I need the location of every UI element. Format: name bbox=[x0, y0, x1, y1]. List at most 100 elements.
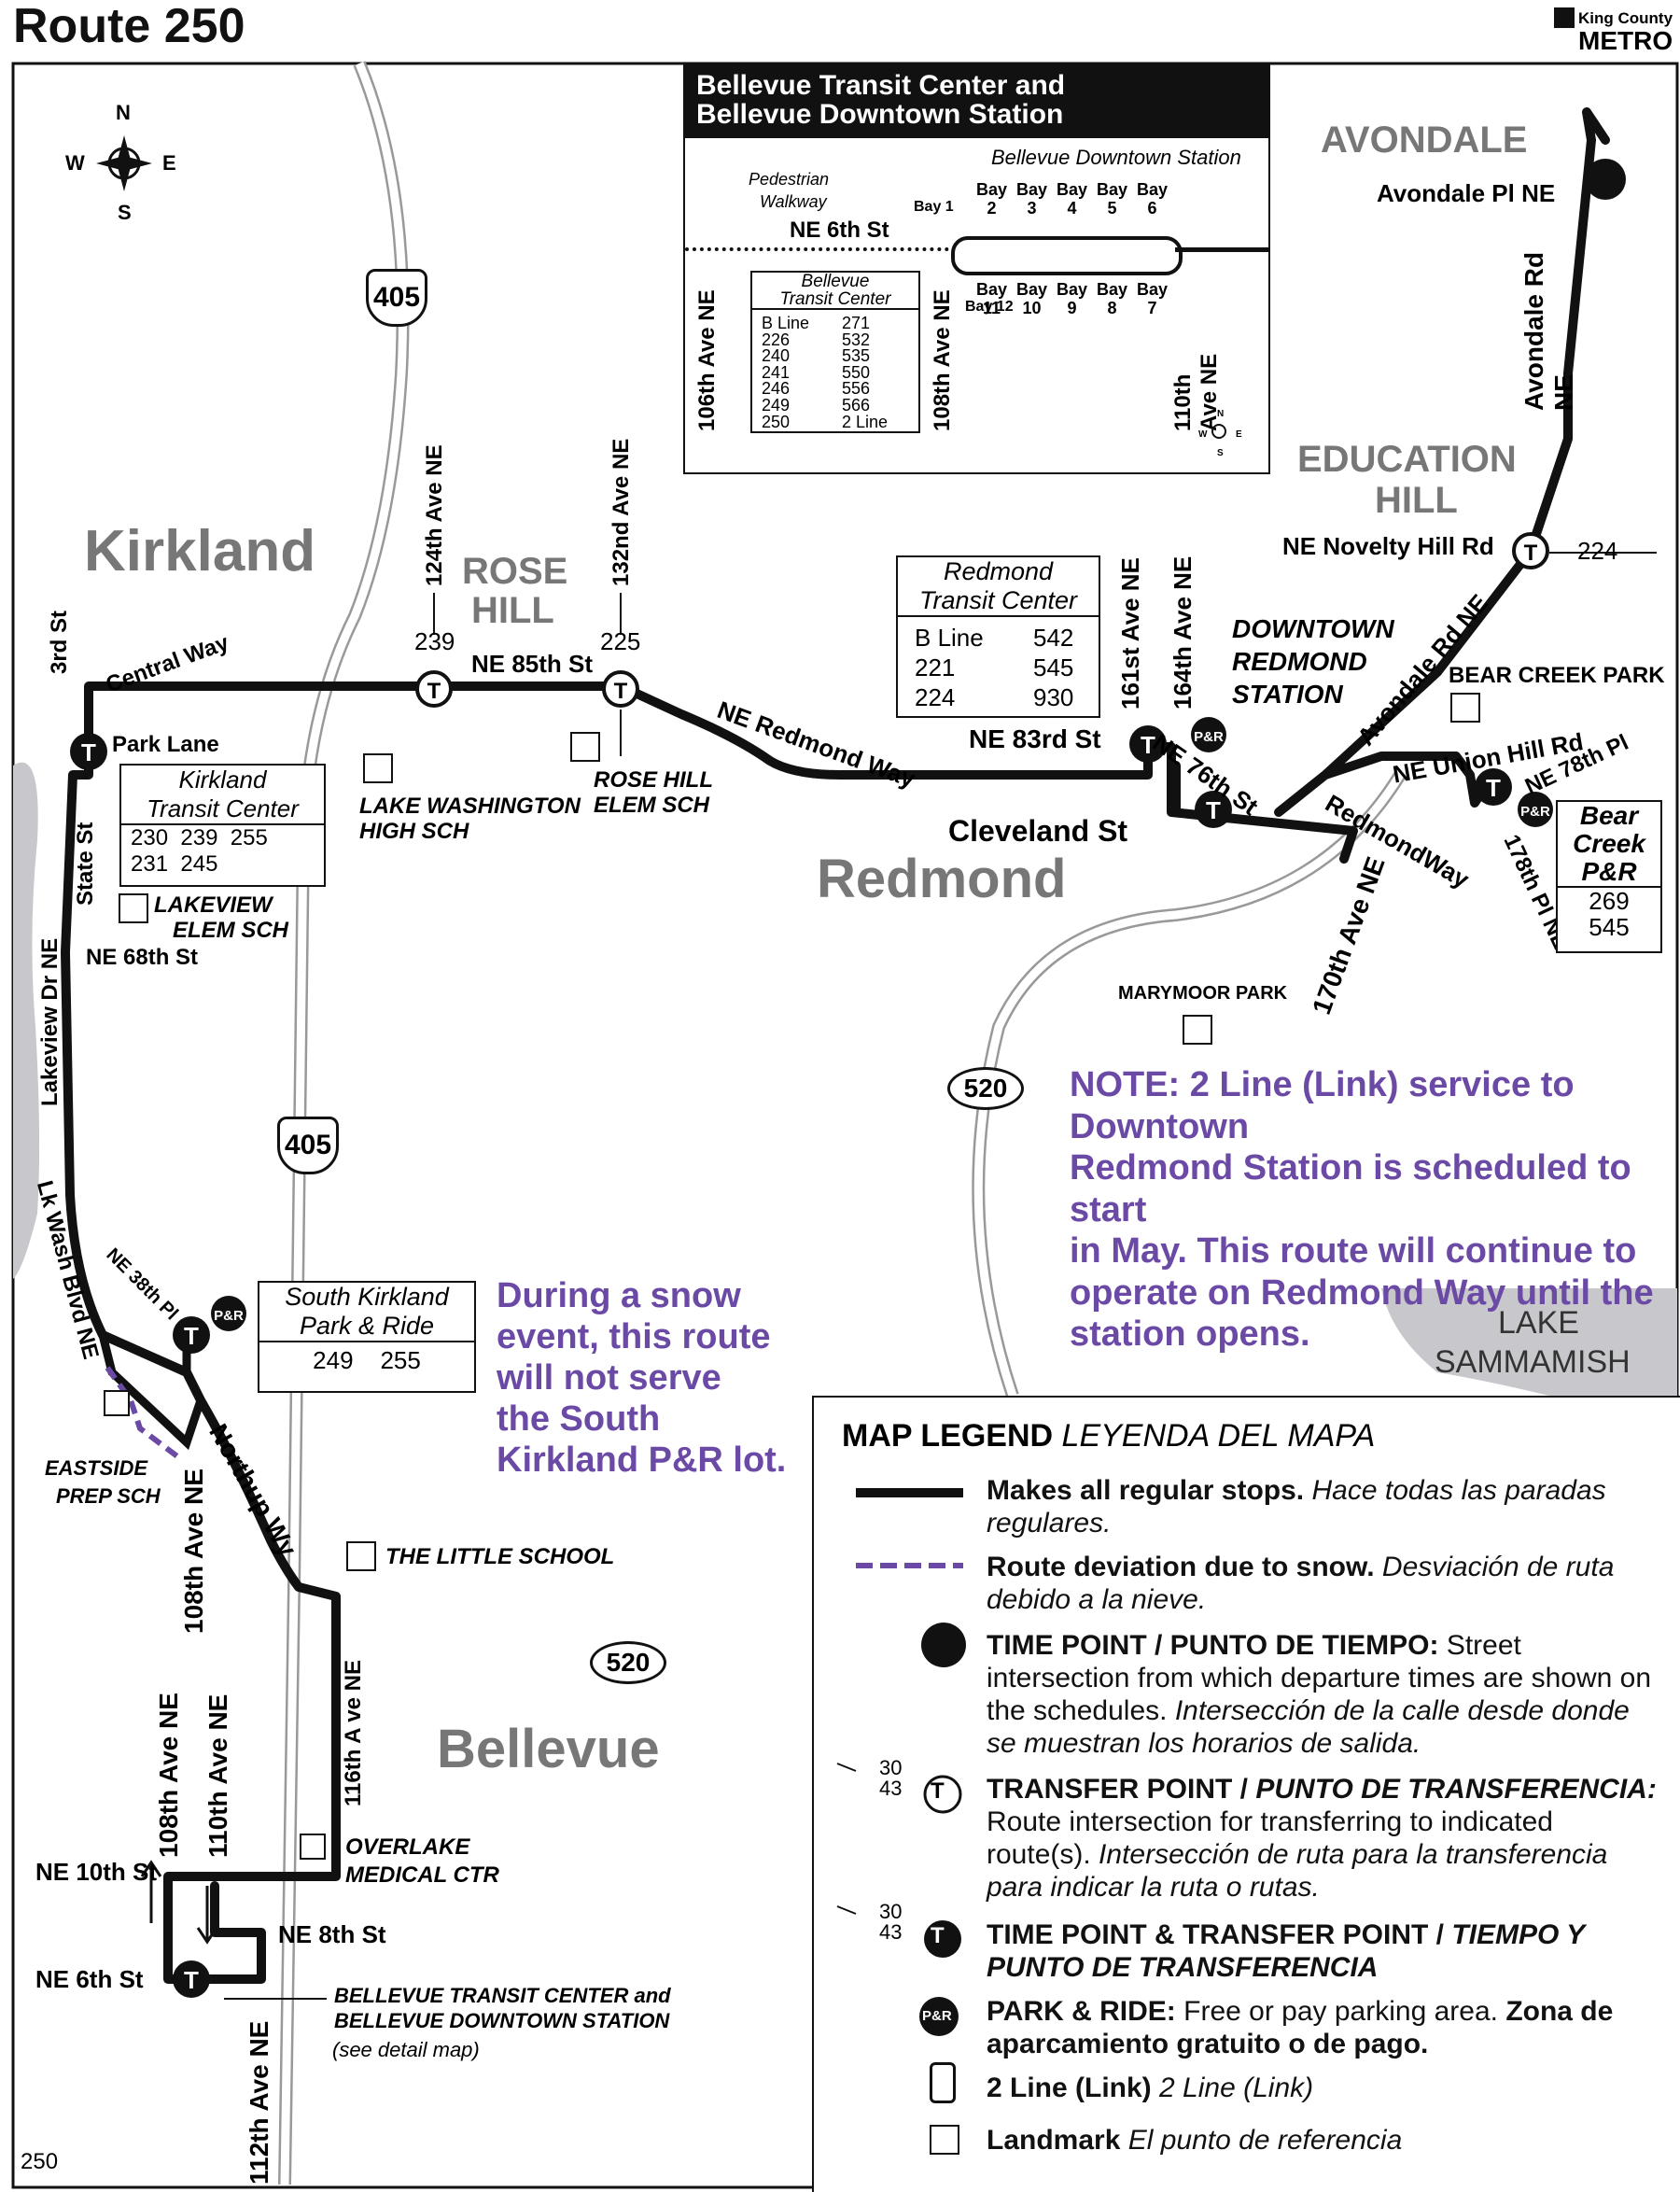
inset-bay-label: Bay bbox=[1097, 280, 1128, 299]
street-ne10th: NE 10th St bbox=[35, 1858, 158, 1886]
snow-note-line: During a snow bbox=[497, 1276, 741, 1315]
compass-w: W bbox=[65, 151, 85, 175]
inset-title-1: Bellevue Transit Center and bbox=[696, 70, 1066, 101]
area-education-hill-2: HILL bbox=[1375, 480, 1458, 521]
snow-deviation-line bbox=[105, 1366, 179, 1459]
inset-bay-num: 6 bbox=[1147, 199, 1157, 218]
inset-ne6th: NE 6th St bbox=[790, 218, 889, 243]
svg-text:P&R: P&R bbox=[214, 1308, 244, 1324]
bear-creek-title-3: P&R bbox=[1558, 858, 1660, 888]
legend-pr-b: PARK & RIDE: bbox=[987, 1996, 1176, 2027]
legend-sample-route: 43 bbox=[879, 1777, 903, 1800]
logo-top-text: King County bbox=[1578, 9, 1673, 27]
south-kirkland-title-2: Park & Ride bbox=[259, 1312, 474, 1342]
inset-detail-map: Bellevue Transit Center and Bellevue Dow… bbox=[683, 63, 1270, 474]
svg-text:T: T bbox=[184, 1966, 199, 1994]
route-224: 224 bbox=[1577, 537, 1618, 565]
redmond-tc-route: 221 bbox=[915, 653, 956, 681]
landmark-overlake-1: OVERLAKE bbox=[345, 1834, 470, 1860]
street-ne85th: NE 85th St bbox=[471, 650, 594, 678]
legend-regular-es: Hace todas las paradas regulares. bbox=[987, 1475, 1606, 1539]
landmark-overlake-2: MEDICAL CTR bbox=[345, 1862, 499, 1888]
landmark-lakeview-1: LAKEVIEW bbox=[154, 892, 273, 918]
legend-pr-text: P&R bbox=[922, 2008, 952, 2024]
inset-bay-num: 11 bbox=[983, 299, 1001, 317]
legend-regular-en: Makes all regular stops. bbox=[987, 1475, 1305, 1506]
street-110th: 110th Ave NE bbox=[203, 1693, 232, 1858]
street-avondale-rd: Avondale Rd NE bbox=[1519, 251, 1578, 411]
inset-bay-num: 4 bbox=[1067, 199, 1077, 218]
lake-sammamish bbox=[1381, 1288, 1677, 1400]
legend-lm-es: El punto de referencia bbox=[1127, 2125, 1403, 2156]
legend-transfer-point bbox=[923, 1775, 962, 1814]
svg-text:T: T bbox=[81, 738, 96, 766]
eastside-square bbox=[104, 1390, 130, 1416]
snow-note-line: the South bbox=[497, 1399, 661, 1439]
link-note-line: station opens. bbox=[1070, 1314, 1310, 1354]
i405-shield-mid: 405 bbox=[277, 1117, 339, 1174]
inset-bay-num: 8 bbox=[1107, 299, 1117, 317]
inset-bay12: Bay 12 bbox=[965, 299, 1014, 315]
legend-time-transfer-text: TIME POINT & TRANSFER POINT / TIEMPO Y P… bbox=[987, 1918, 1659, 1984]
bellevue-tc-timepoint bbox=[173, 1960, 210, 1998]
inset-bay-label: Bay bbox=[976, 180, 1008, 199]
snow-note-line: Kirkland P&R lot. bbox=[497, 1440, 787, 1480]
street-108th-a: 108th Ave NE bbox=[179, 1468, 208, 1634]
area-kirkland: Kirkland bbox=[84, 519, 316, 583]
inset-bay-label: Bay bbox=[1137, 180, 1169, 199]
redmond-tc-timepoint bbox=[1129, 725, 1167, 763]
inset-compass-e: E bbox=[1236, 429, 1242, 440]
inset-route: 550 bbox=[842, 362, 871, 382]
inset-btc-box: Bellevue Transit Center B Line 226 240 2… bbox=[750, 271, 920, 433]
inset-route: 532 bbox=[842, 330, 871, 349]
logo-bottom-text: METRO bbox=[1578, 26, 1673, 55]
svg-text:P&R: P&R bbox=[1520, 804, 1550, 820]
area-education-hill-1: EDUCATION bbox=[1297, 439, 1517, 480]
legend-tp-en: Street intersection from which departure… bbox=[987, 1630, 1652, 1726]
street-124th: 124th Ave NE bbox=[422, 444, 447, 586]
bear-creek-route: 269 bbox=[1589, 887, 1630, 915]
street-ne6th: NE 6th St bbox=[35, 1965, 144, 1993]
i405-shield-top: 405 bbox=[366, 269, 427, 327]
bear-creek-park-square bbox=[1450, 693, 1480, 723]
svg-text:T: T bbox=[1141, 731, 1155, 759]
inset-bay-label: Bay bbox=[1097, 180, 1128, 199]
south-kirkland-routes: 249 255 bbox=[313, 1346, 421, 1374]
inset-compass-w: W bbox=[1198, 429, 1208, 440]
legend-snow: Route deviation due to snow. Desviación … bbox=[987, 1551, 1659, 1616]
legend-regular: Makes all regular stops. Hace todas las … bbox=[987, 1474, 1659, 1539]
legend-transfer-t: T bbox=[931, 1778, 945, 1804]
svg-text:T: T bbox=[184, 1322, 199, 1350]
redmond-tc-box: Redmond Transit Center B Line 221 224 54… bbox=[896, 555, 1100, 718]
lake-washington bbox=[13, 762, 40, 1279]
legend-snow-en: Route deviation due to snow. bbox=[987, 1552, 1375, 1582]
legend-sample-route: 30 bbox=[879, 1900, 903, 1923]
svg-text:T: T bbox=[427, 679, 441, 704]
legend-title-es: LEYENDA DEL MAPA bbox=[1061, 1418, 1376, 1454]
street-ne68th: NE 68th St bbox=[86, 945, 199, 970]
link-note-line: in May. This route will continue to bbox=[1070, 1231, 1637, 1271]
inset-route: 556 bbox=[842, 379, 871, 399]
legend-pr-es: Zona de aparcamiento gratuito o de pago. bbox=[987, 1996, 1614, 2059]
sr520-shield-a: 520 bbox=[947, 1067, 1024, 1110]
kirkland-tc-title-2: Transit Center bbox=[121, 794, 324, 825]
legend-time-point bbox=[921, 1623, 966, 1667]
inset-route: 2 Line bbox=[842, 412, 889, 431]
inset-btc-1: Bellevue bbox=[801, 272, 870, 291]
page-title: Route 250 bbox=[13, 0, 245, 53]
legend-pr bbox=[919, 1997, 959, 2036]
map-legend: MAP LEGEND LEYENDA DEL MAPA T T P&R 30 4… bbox=[812, 1396, 1680, 2192]
street-112th: 112th Ave NE bbox=[245, 2020, 273, 2185]
route-239: 239 bbox=[414, 627, 455, 655]
overlake-square bbox=[300, 1834, 326, 1860]
legend-landmark bbox=[930, 2125, 959, 2155]
inset-bay-label: Bay bbox=[1057, 180, 1088, 199]
inset-route: 535 bbox=[842, 346, 871, 366]
legend-sample-route: 30 bbox=[879, 1756, 903, 1779]
legend-title: MAP LEGEND LEYENDA DEL MAPA bbox=[842, 1418, 1375, 1454]
redmond-tc-route: 930 bbox=[1033, 683, 1074, 711]
redmond-tc-route: 224 bbox=[915, 683, 956, 711]
area-bellevue: Bellevue bbox=[437, 1719, 660, 1779]
redmond-tc-route: 545 bbox=[1033, 653, 1074, 681]
legend-tp-b: TIME POINT / PUNTO DE TIEMPO: bbox=[987, 1630, 1439, 1661]
